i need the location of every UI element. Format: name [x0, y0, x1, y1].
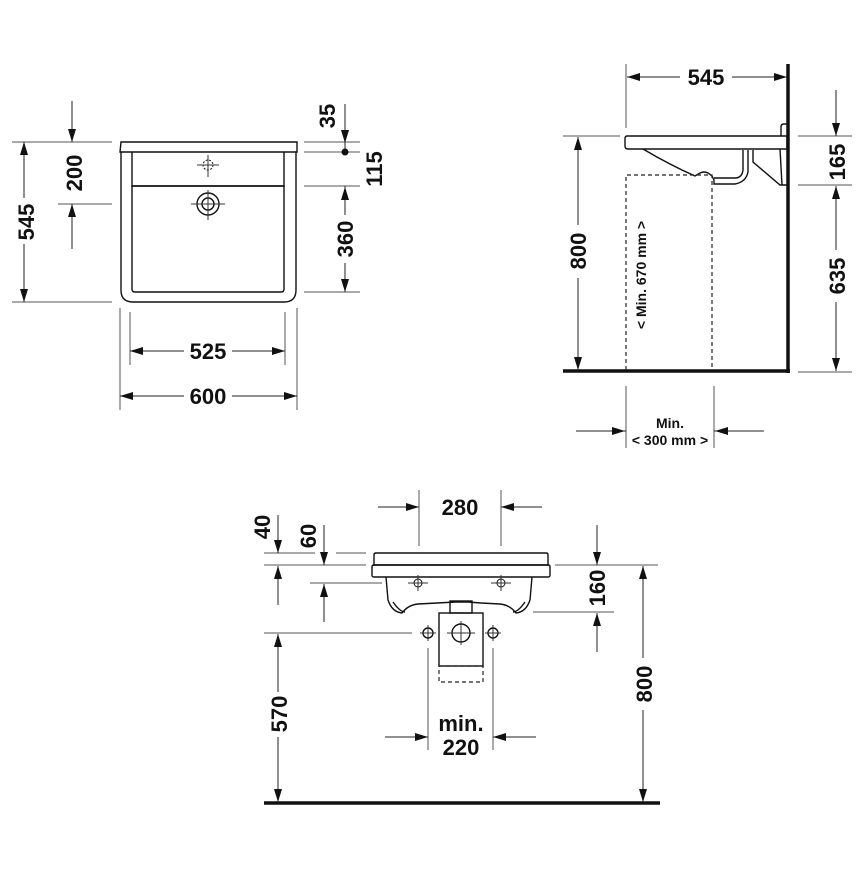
dim-total-width: 600 — [120, 384, 297, 409]
dim-basin-height-front: 160 — [585, 525, 610, 652]
knee-clearance-width-note: < 300 mm > — [632, 432, 708, 448]
dim-label-total-width: 600 — [190, 384, 227, 409]
dim-floor-to-basin: 635 — [825, 186, 850, 371]
dim-tap-to-overflow: 200 — [62, 101, 87, 249]
dim-basin-height-side: 165 — [825, 90, 850, 180]
knee-clearance-width-label: Min. — [656, 415, 684, 431]
dim-rim-thickness: 40 — [250, 515, 282, 605]
top-view: 545 200 35 115 360 — [10, 101, 387, 410]
dim-label-total-depth: 545 — [14, 204, 39, 241]
dim-fixing-spacing: 280 — [378, 490, 542, 546]
dim-label-basin-height-side: 165 — [825, 144, 850, 181]
knee-clearance-zone: < Min. 670 mm > — [625, 174, 713, 370]
dim-label-rim-height-front: 800 — [632, 666, 657, 703]
dim-knee-clearance-width: Min. < 300 mm > — [576, 386, 764, 448]
dim-label-tap-to-bowl: 115 — [362, 151, 387, 187]
supply-left-icon — [420, 625, 436, 641]
dim-label-supply-spacing-min: min. — [438, 711, 483, 736]
dim-label-rim-to-tap: 35 — [315, 104, 340, 128]
dim-label-rim-thickness: 40 — [250, 515, 275, 539]
dim-label-floor-to-basin: 635 — [825, 258, 850, 295]
dim-supply-spacing: min. 220 — [385, 648, 536, 760]
dim-label-bowl-width: 525 — [190, 339, 227, 364]
fixing-hole-left-icon — [408, 575, 428, 591]
dim-waste-height: 570 — [267, 634, 292, 802]
dim-label-basin-height-front: 160 — [585, 570, 610, 607]
dim-label-rim-to-fixing: 60 — [296, 524, 321, 548]
dim-total-depth: 545 — [10, 142, 39, 302]
dim-bowl-width: 525 — [130, 339, 285, 364]
dim-label-tap-to-overflow: 200 — [62, 155, 87, 192]
dim-projection: 545 — [625, 64, 787, 128]
dim-label-rim-height-side: 800 — [566, 233, 591, 270]
fixing-hole-right-icon — [491, 575, 511, 591]
dim-label-projection: 545 — [688, 65, 725, 90]
side-view-basin-profile — [624, 123, 788, 186]
dim-bowl-depth: 360 — [333, 186, 358, 292]
dim-rim-height-side: 800 — [563, 135, 620, 370]
waste-outlet — [438, 612, 484, 683]
dim-rim-height-front: 800 — [632, 566, 657, 802]
front-view: 280 40 60 570 — [250, 490, 660, 805]
dim-rim-to-tap: 35 — [315, 104, 349, 156]
dim-rim-to-fixing: 60 — [296, 524, 328, 622]
dim-label-supply-spacing: 220 — [443, 735, 480, 760]
dim-label-fixing-spacing: 280 — [442, 495, 479, 520]
supply-right-icon — [485, 625, 501, 641]
knee-clearance-height-note: < Min. 670 mm > — [633, 221, 649, 329]
top-view-basin-outline — [119, 141, 298, 303]
drain-icon — [191, 190, 225, 220]
side-view: < Min. 670 mm > 545 800 165 — [563, 64, 852, 448]
tap-hole-icon — [197, 155, 219, 177]
dim-label-waste-height: 570 — [267, 696, 292, 733]
front-view-basin — [371, 552, 551, 614]
dim-label-bowl-depth: 360 — [333, 221, 358, 258]
